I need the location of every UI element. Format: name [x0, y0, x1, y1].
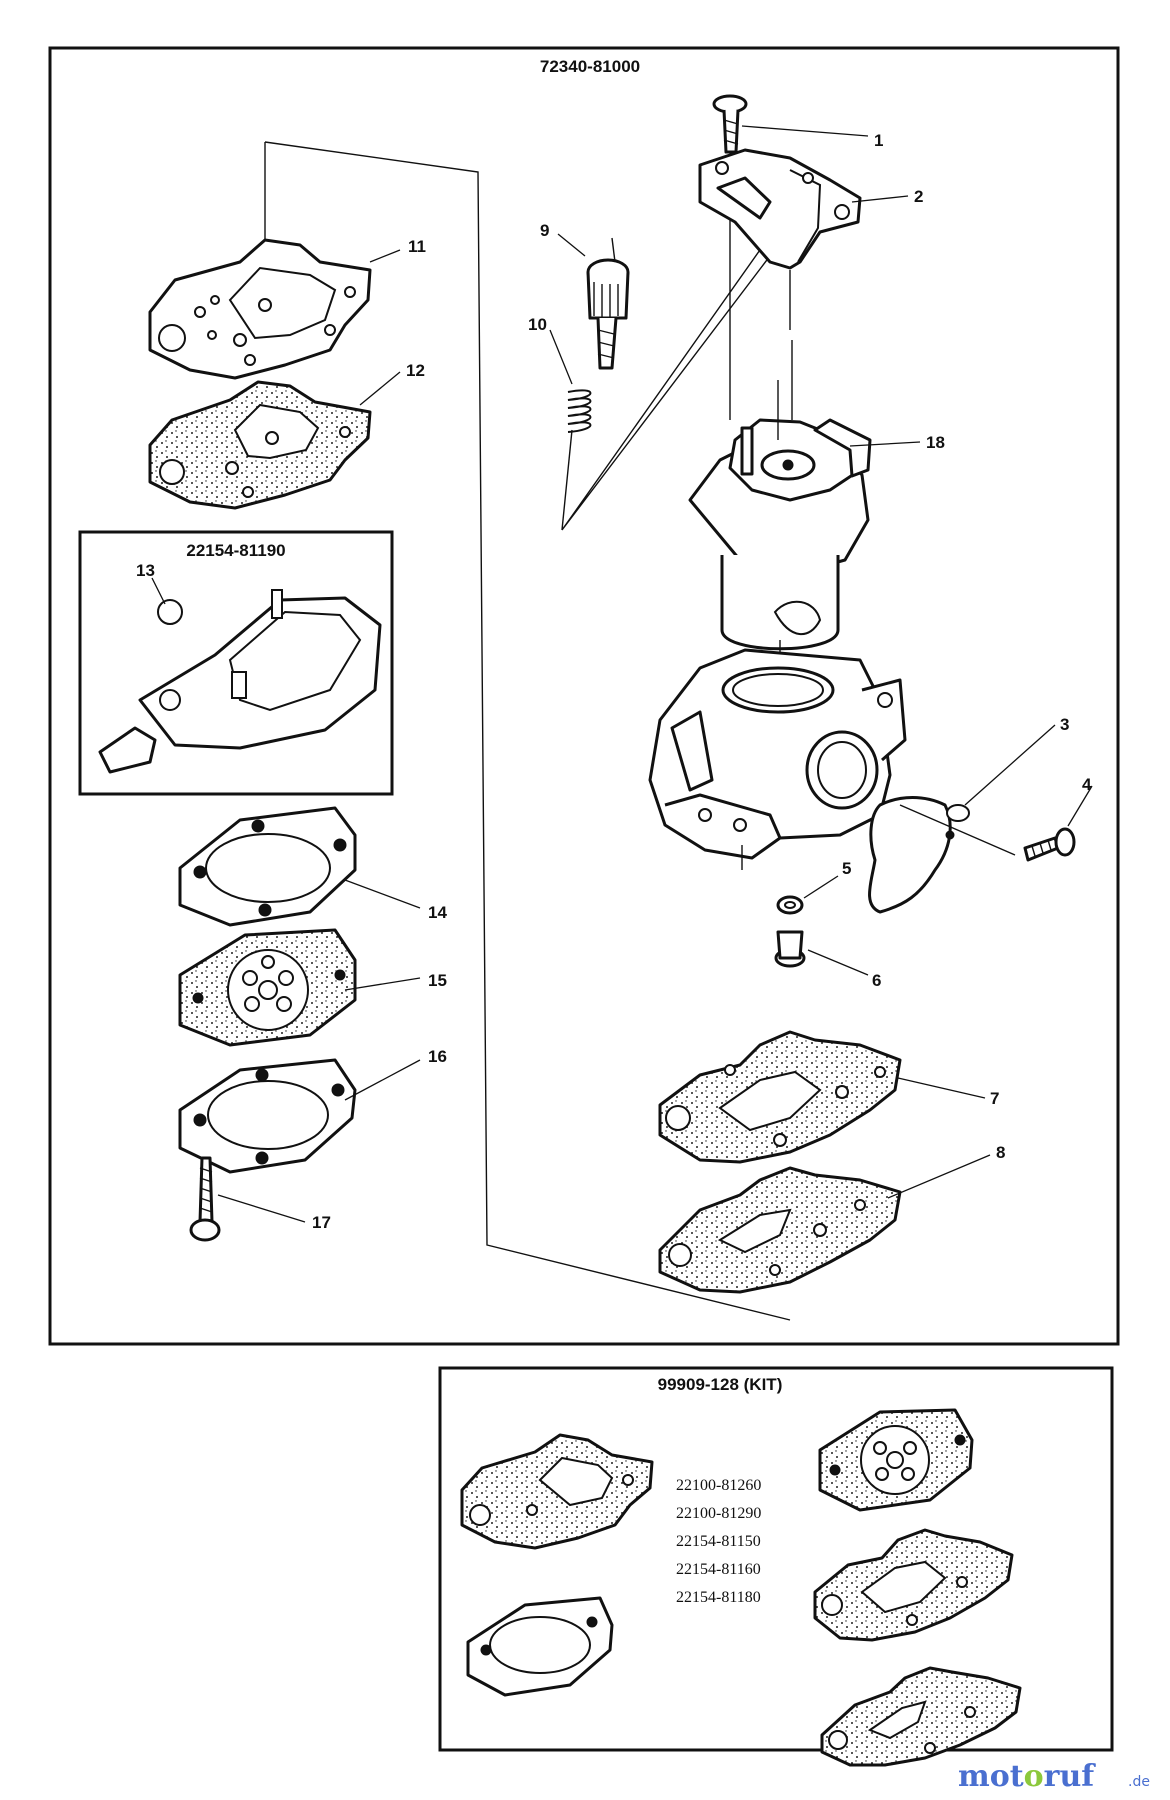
kit-part-number-3: 22154-81150	[676, 1533, 761, 1550]
kit-gasket-flat	[820, 1666, 1022, 1767]
kit-diaphragm	[818, 1408, 974, 1512]
part-17-screw	[189, 1156, 221, 1242]
part-9-adjust-needle	[586, 237, 630, 370]
callout-14: 14	[428, 903, 447, 922]
part-12-gasket	[148, 380, 372, 510]
kit-part-number-2: 22100-81290	[676, 1505, 761, 1522]
callout-4: 4	[1082, 775, 1092, 794]
part-7-gasket	[658, 1030, 902, 1164]
kit-part-number-5: 22154-81180	[676, 1589, 761, 1606]
part-16-gasket	[178, 1058, 357, 1174]
part-1-screw	[712, 94, 748, 154]
kit-gasket-small	[460, 1433, 654, 1550]
watermark-logo: motoruf .de	[958, 1759, 1150, 1794]
carburetor-body	[648, 648, 907, 860]
part-18-throttle-valve	[688, 418, 872, 651]
kit-part-number-1: 22100-81260	[676, 1477, 761, 1494]
part-4-screw	[1023, 827, 1076, 862]
callout-10: 10	[528, 315, 547, 334]
callout-7: 7	[990, 1089, 999, 1108]
callout-6: 6	[872, 971, 881, 990]
callout-5: 5	[842, 859, 851, 878]
part-14-gasket	[178, 806, 357, 927]
callout-17: 17	[312, 1213, 331, 1232]
callout-9: 9	[540, 221, 549, 240]
kit-gasket-large	[813, 1528, 1014, 1642]
part-11-gasket	[148, 238, 372, 380]
kit-gasket-ring	[466, 1596, 614, 1697]
part-8-gasket	[658, 1166, 902, 1294]
part-15-diaphragm	[178, 928, 357, 1047]
svg-text:motoruf: motoruf	[958, 1759, 1096, 1794]
callout-12: 12	[406, 361, 425, 380]
kit-frame	[438, 1366, 1114, 1752]
part-6-plug	[774, 930, 806, 968]
sub-assembly-frame	[78, 530, 394, 796]
main-assembly-part-number: 72340-81000	[540, 57, 640, 76]
callout-13: 13	[136, 561, 155, 580]
callout-2: 2	[914, 187, 923, 206]
kit-title: 99909-128 (KIT)	[658, 1375, 783, 1394]
callout-8: 8	[996, 1143, 1005, 1162]
kit-part-number-4: 22154-81160	[676, 1561, 761, 1578]
part-13-pump-body	[98, 589, 382, 774]
part-10-spring	[567, 389, 592, 433]
sub-assembly-part-number: 22154-81190	[186, 541, 285, 560]
callout-18: 18	[926, 433, 945, 452]
callout-3: 3	[1060, 715, 1069, 734]
main-assembly-frame	[48, 46, 1120, 1346]
callout-15: 15	[428, 971, 447, 990]
part-2-throttle-lever	[698, 148, 862, 270]
svg-text:.de: .de	[1128, 1774, 1150, 1790]
part-3-choke-plate	[868, 796, 970, 914]
group-bracket-line	[264, 141, 791, 1321]
callout-1: 1	[874, 131, 883, 150]
callout-11: 11	[408, 237, 426, 256]
callout-16: 16	[428, 1047, 447, 1066]
part-5-washer	[776, 895, 804, 915]
